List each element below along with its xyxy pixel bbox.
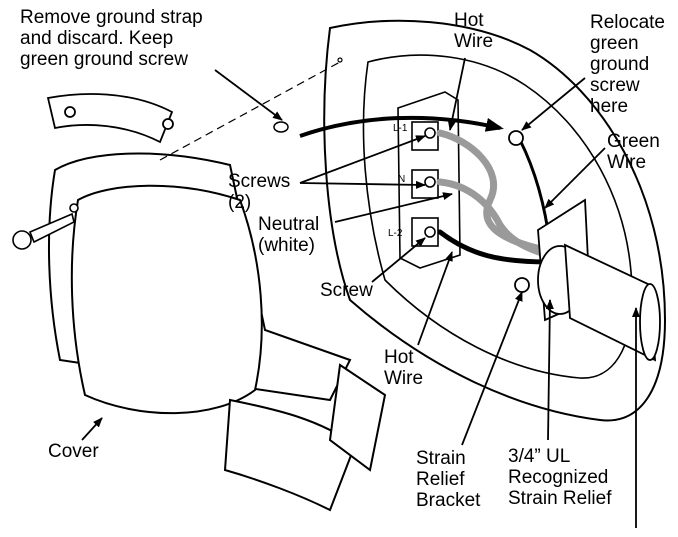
relocated-ground-screw bbox=[508, 130, 524, 146]
leader-green-wire bbox=[544, 147, 606, 209]
callout-hot-wire-bottom: Hot Wire bbox=[384, 347, 424, 389]
leader-hot-wire-top bbox=[447, 57, 466, 131]
leader-strain-bracket bbox=[461, 291, 523, 446]
leader-relocate bbox=[521, 77, 586, 131]
leader-neutral bbox=[334, 192, 453, 223]
leader-cover bbox=[81, 417, 103, 441]
callout-relocate: Relocate green ground screw here bbox=[590, 12, 665, 117]
ground-strap-plate bbox=[46, 93, 174, 144]
callout-cover: Cover bbox=[48, 441, 99, 462]
power-cord bbox=[563, 243, 657, 362]
cover-screw-head bbox=[12, 230, 32, 250]
leader-ground-strap bbox=[214, 69, 283, 121]
callout-hot-wire-top: Hot Wire bbox=[454, 10, 494, 52]
cover-side-lip bbox=[328, 363, 387, 472]
power-cord-end bbox=[639, 283, 661, 361]
small-hole bbox=[337, 57, 343, 63]
strap-hole-right bbox=[162, 118, 174, 130]
terminal-label-l1: L-1 bbox=[393, 123, 408, 134]
leader-screws-a bbox=[299, 135, 426, 184]
cover-screw-hole bbox=[69, 203, 79, 213]
callout-green-wire: Green Wire bbox=[607, 131, 660, 173]
strain-relief-assembly bbox=[508, 130, 661, 362]
terminal-screw-l1 bbox=[424, 127, 436, 139]
cover-screw bbox=[12, 203, 79, 250]
cover-screw-shaft bbox=[28, 212, 75, 244]
wires bbox=[436, 129, 552, 265]
leader-hot-wire-bottom bbox=[417, 251, 453, 346]
callout-ground-strap: Remove ground strap and discard. Keep gr… bbox=[20, 7, 203, 70]
bracket-screw bbox=[514, 277, 530, 293]
alignment-line bbox=[159, 61, 341, 161]
leader-lines bbox=[81, 57, 640, 528]
terminal-label-l2: L-2 bbox=[388, 228, 403, 239]
strap-hole-left bbox=[64, 106, 76, 118]
callout-screws: Screws (2) bbox=[228, 171, 291, 213]
callout-screw: Screw bbox=[320, 280, 373, 301]
cover-body bbox=[70, 184, 263, 415]
terminal-label-n: N bbox=[398, 174, 405, 185]
neutral-wire bbox=[436, 178, 552, 259]
ground-strap bbox=[46, 93, 174, 144]
cover-bottom-lip bbox=[223, 398, 357, 512]
back-panel-inner bbox=[362, 54, 633, 379]
leader-strain-relief bbox=[545, 299, 554, 441]
hot-wire-l2 bbox=[437, 229, 551, 265]
terminal-screw-n bbox=[424, 176, 436, 188]
relocation-arrow bbox=[299, 115, 504, 138]
callout-strain-bracket: Strain Relief Bracket bbox=[416, 448, 481, 511]
callout-strain-relief: 3/4” UL Recognized Strain Relief bbox=[508, 446, 612, 509]
leader-screws-b bbox=[299, 180, 426, 189]
cover bbox=[47, 152, 387, 512]
terminal-screw-l2 bbox=[424, 226, 436, 238]
callout-neutral: Neutral (white) bbox=[258, 214, 320, 256]
leader-screw bbox=[371, 237, 426, 283]
ground-screw-hole bbox=[273, 121, 289, 133]
